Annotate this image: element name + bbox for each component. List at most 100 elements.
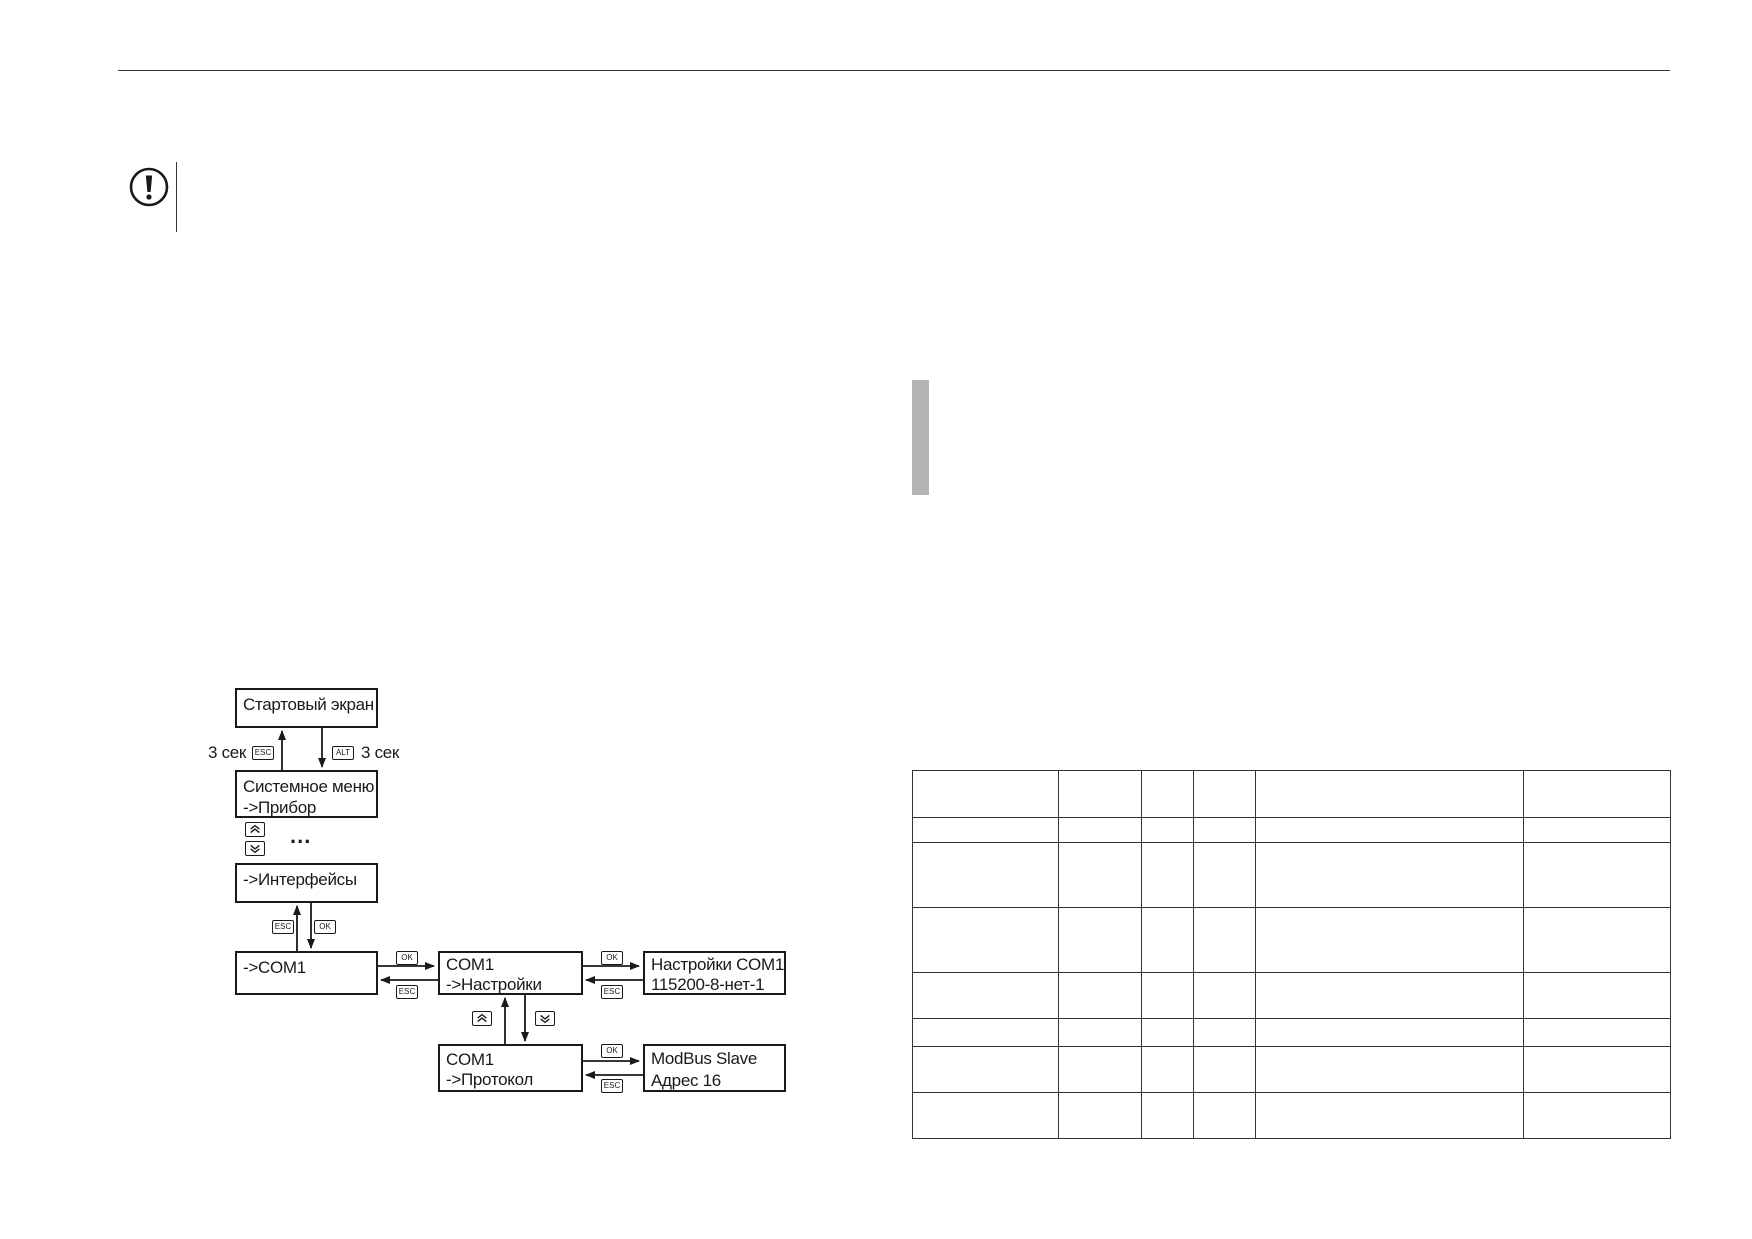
section-marker-bar bbox=[912, 380, 929, 495]
com1-settings-line-1: COM1 bbox=[446, 955, 494, 974]
esc-key-icon: ESC bbox=[252, 746, 274, 760]
start-screen-line-1: Стартовый экран bbox=[243, 695, 374, 714]
table-cell bbox=[1193, 972, 1256, 1019]
table-cell bbox=[1058, 972, 1142, 1019]
table-cell bbox=[1193, 817, 1256, 843]
table-cell bbox=[1255, 907, 1524, 973]
table-cell bbox=[1255, 972, 1524, 1019]
table-cell bbox=[1255, 1018, 1524, 1047]
table-cell bbox=[912, 1046, 1059, 1093]
exclamation-circle-icon bbox=[129, 167, 169, 207]
interfaces-box: ->Интерфейсы bbox=[235, 863, 378, 903]
table-cell bbox=[1141, 972, 1194, 1019]
hold-time-label-right: 3 сек bbox=[361, 743, 400, 762]
table-cell bbox=[1058, 1046, 1142, 1093]
table-cell bbox=[1058, 1092, 1142, 1139]
system-menu-line-2: ->Прибор bbox=[243, 798, 317, 817]
warning-divider bbox=[176, 162, 177, 232]
table-cell bbox=[1255, 770, 1524, 818]
table-cell bbox=[1141, 770, 1194, 818]
table-row bbox=[912, 817, 1671, 843]
table-cell bbox=[1141, 1018, 1194, 1047]
table-cell bbox=[912, 842, 1059, 908]
double-chevron-down-icon bbox=[245, 841, 265, 856]
table-cell bbox=[1141, 1046, 1194, 1093]
table-cell bbox=[1193, 907, 1256, 973]
ok-key-icon: OK bbox=[314, 920, 336, 934]
com1-protocol-line-1: COM1 bbox=[446, 1050, 494, 1069]
table-cell bbox=[1193, 1018, 1256, 1047]
alt-key-icon: ALT bbox=[332, 746, 354, 760]
table-cell bbox=[1193, 770, 1256, 818]
table-cell bbox=[1523, 1018, 1671, 1047]
table-cell bbox=[1193, 1046, 1256, 1093]
table-cell bbox=[1058, 770, 1142, 818]
com1-protocol-box: COM1 ->Протокол bbox=[438, 1044, 583, 1092]
double-chevron-up-icon bbox=[245, 822, 265, 837]
protocol-value-box: ModBus Slave Адрес 16 bbox=[643, 1044, 786, 1092]
table-cell bbox=[1523, 817, 1671, 843]
com1-settings-line-2: ->Настройки bbox=[446, 975, 542, 994]
settings-value-line-2: 115200-8-нет-1 bbox=[651, 975, 765, 994]
protocol-value-line-2: Адрес 16 bbox=[651, 1071, 721, 1090]
parameter-table bbox=[912, 770, 1671, 1139]
table-cell bbox=[1255, 1092, 1524, 1139]
table-cell bbox=[1523, 1092, 1671, 1139]
table-cell bbox=[1058, 907, 1142, 973]
com1-settings-box: COM1 ->Настройки bbox=[438, 951, 583, 995]
table-header-row bbox=[912, 770, 1671, 818]
table-cell bbox=[1523, 907, 1671, 973]
ok-key-icon: OK bbox=[601, 951, 623, 965]
double-chevron-up-icon bbox=[472, 1011, 492, 1026]
table-cell bbox=[1523, 842, 1671, 908]
table-cell bbox=[1255, 842, 1524, 908]
table-cell bbox=[1058, 1018, 1142, 1047]
system-menu-line-1: Системное меню bbox=[243, 777, 375, 796]
table-cell bbox=[1193, 842, 1256, 908]
esc-key-icon: ESC bbox=[396, 985, 418, 999]
protocol-value-line-1: ModBus Slave bbox=[651, 1049, 758, 1068]
double-chevron-down-icon bbox=[535, 1011, 555, 1026]
table-row bbox=[912, 972, 1671, 1019]
table-cell bbox=[1141, 817, 1194, 843]
com1-protocol-line-2: ->Протокол bbox=[446, 1070, 534, 1089]
table-cell bbox=[1141, 1092, 1194, 1139]
com1-box: ->COM1 bbox=[235, 951, 378, 995]
ellipsis-more-items: ... bbox=[290, 823, 312, 848]
table-cell bbox=[1141, 842, 1194, 908]
table-row bbox=[912, 842, 1671, 908]
ok-key-icon: OK bbox=[396, 951, 418, 965]
interfaces-line-1: ->Интерфейсы bbox=[243, 870, 357, 889]
table-row bbox=[912, 1092, 1671, 1139]
header-rule bbox=[118, 70, 1670, 71]
table-cell bbox=[1141, 907, 1194, 973]
com1-line-1: ->COM1 bbox=[243, 958, 306, 977]
table-row bbox=[912, 1018, 1671, 1047]
table-cell bbox=[912, 907, 1059, 973]
system-menu-box: Системное меню ->Прибор bbox=[235, 770, 378, 818]
table-row bbox=[912, 907, 1671, 973]
table-cell bbox=[1255, 817, 1524, 843]
table-cell bbox=[912, 972, 1059, 1019]
table-cell bbox=[912, 1092, 1059, 1139]
table-cell bbox=[912, 770, 1059, 818]
esc-key-icon: ESC bbox=[601, 1079, 623, 1093]
settings-value-line-1: Настройки COM1 bbox=[651, 955, 784, 974]
table-cell bbox=[1523, 770, 1671, 818]
table-cell bbox=[1255, 1046, 1524, 1093]
settings-value-box: Настройки COM1 115200-8-нет-1 bbox=[643, 951, 786, 995]
table-cell bbox=[1058, 817, 1142, 843]
hold-time-label-left: 3 сек bbox=[208, 743, 247, 762]
table-cell bbox=[912, 1018, 1059, 1047]
ok-key-icon: OK bbox=[601, 1044, 623, 1058]
table-row bbox=[912, 1046, 1671, 1093]
table-cell bbox=[1523, 972, 1671, 1019]
table-cell bbox=[1523, 1046, 1671, 1093]
table-cell bbox=[912, 817, 1059, 843]
start-screen-box: Стартовый экран bbox=[235, 688, 378, 728]
esc-key-icon: ESC bbox=[601, 985, 623, 999]
table-cell bbox=[1058, 842, 1142, 908]
esc-key-icon: ESC bbox=[272, 920, 294, 934]
table-cell bbox=[1193, 1092, 1256, 1139]
